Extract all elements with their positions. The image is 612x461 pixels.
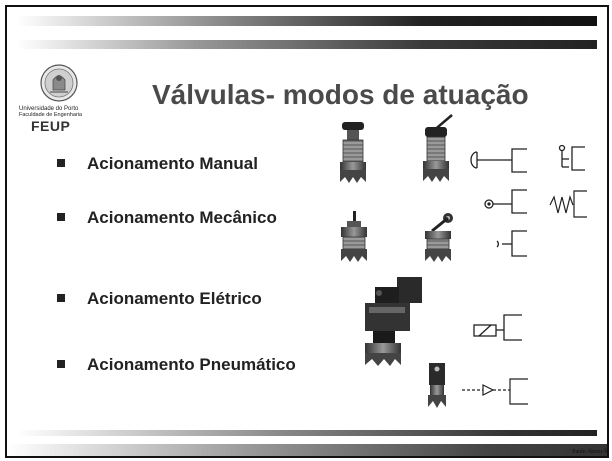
logo-university-text: Universidade do Porto bbox=[19, 106, 79, 112]
logo-acronym: FEUP bbox=[31, 118, 71, 134]
top-decor-bar-2 bbox=[17, 40, 597, 49]
bottom-decor-bar-2 bbox=[7, 444, 607, 456]
bottom-decor-bar bbox=[17, 430, 597, 436]
slide-title: Válvulas- modos de atuação bbox=[152, 79, 529, 110]
logo-faculty-text: Faculdade de Engenharia bbox=[19, 112, 82, 118]
bullet-square-icon bbox=[57, 158, 65, 167]
solenoid-valve-icon bbox=[365, 277, 422, 366]
bullet-item-mecanico: Acionamento Mecânico bbox=[57, 208, 277, 228]
bullet-square-icon bbox=[57, 212, 65, 221]
bullet-item-label: Acionamento Manual bbox=[87, 154, 258, 173]
university-seal-icon bbox=[40, 64, 78, 102]
roller-symbol bbox=[484, 189, 527, 214]
top-decor-bar bbox=[17, 16, 597, 26]
mechanical-roller-lever-valve-icon bbox=[425, 213, 453, 262]
bullet-item-pneumatico: Acionamento Pneumático bbox=[57, 355, 296, 375]
bullet-square-icon bbox=[57, 293, 65, 302]
mechanical-plunger-valve-icon bbox=[341, 211, 367, 262]
bullet-item-eletrico: Acionamento Elétrico bbox=[57, 289, 262, 309]
pneumatic-pilot-valve-icon bbox=[428, 363, 446, 408]
bullet-item-label: Acionamento Pneumático bbox=[87, 355, 296, 374]
manual-generic-symbol bbox=[558, 144, 585, 171]
spring-symbol bbox=[549, 190, 587, 218]
bullet-item-label: Acionamento Elétrico bbox=[87, 289, 262, 308]
push-button-symbol bbox=[470, 148, 527, 173]
bullet-item-label: Acionamento Mecânico bbox=[87, 208, 277, 227]
plunger-symbol bbox=[496, 230, 527, 257]
slide: Universidade do Porto Faculdade de Engen… bbox=[5, 5, 609, 458]
solenoid-symbol bbox=[473, 314, 522, 341]
manual-lever-valve-icon bbox=[423, 114, 453, 182]
actuation-diagrams bbox=[340, 114, 587, 408]
pilot-pressure-symbol bbox=[462, 378, 528, 405]
feup-logo: Universidade do Porto Faculdade de Engen… bbox=[17, 62, 137, 134]
author-credit: Paulo Abreu ® bbox=[572, 449, 608, 455]
bullet-item-manual: Acionamento Manual bbox=[57, 154, 258, 174]
manual-pushbutton-valve-icon bbox=[340, 122, 366, 183]
bullet-square-icon bbox=[57, 359, 65, 368]
